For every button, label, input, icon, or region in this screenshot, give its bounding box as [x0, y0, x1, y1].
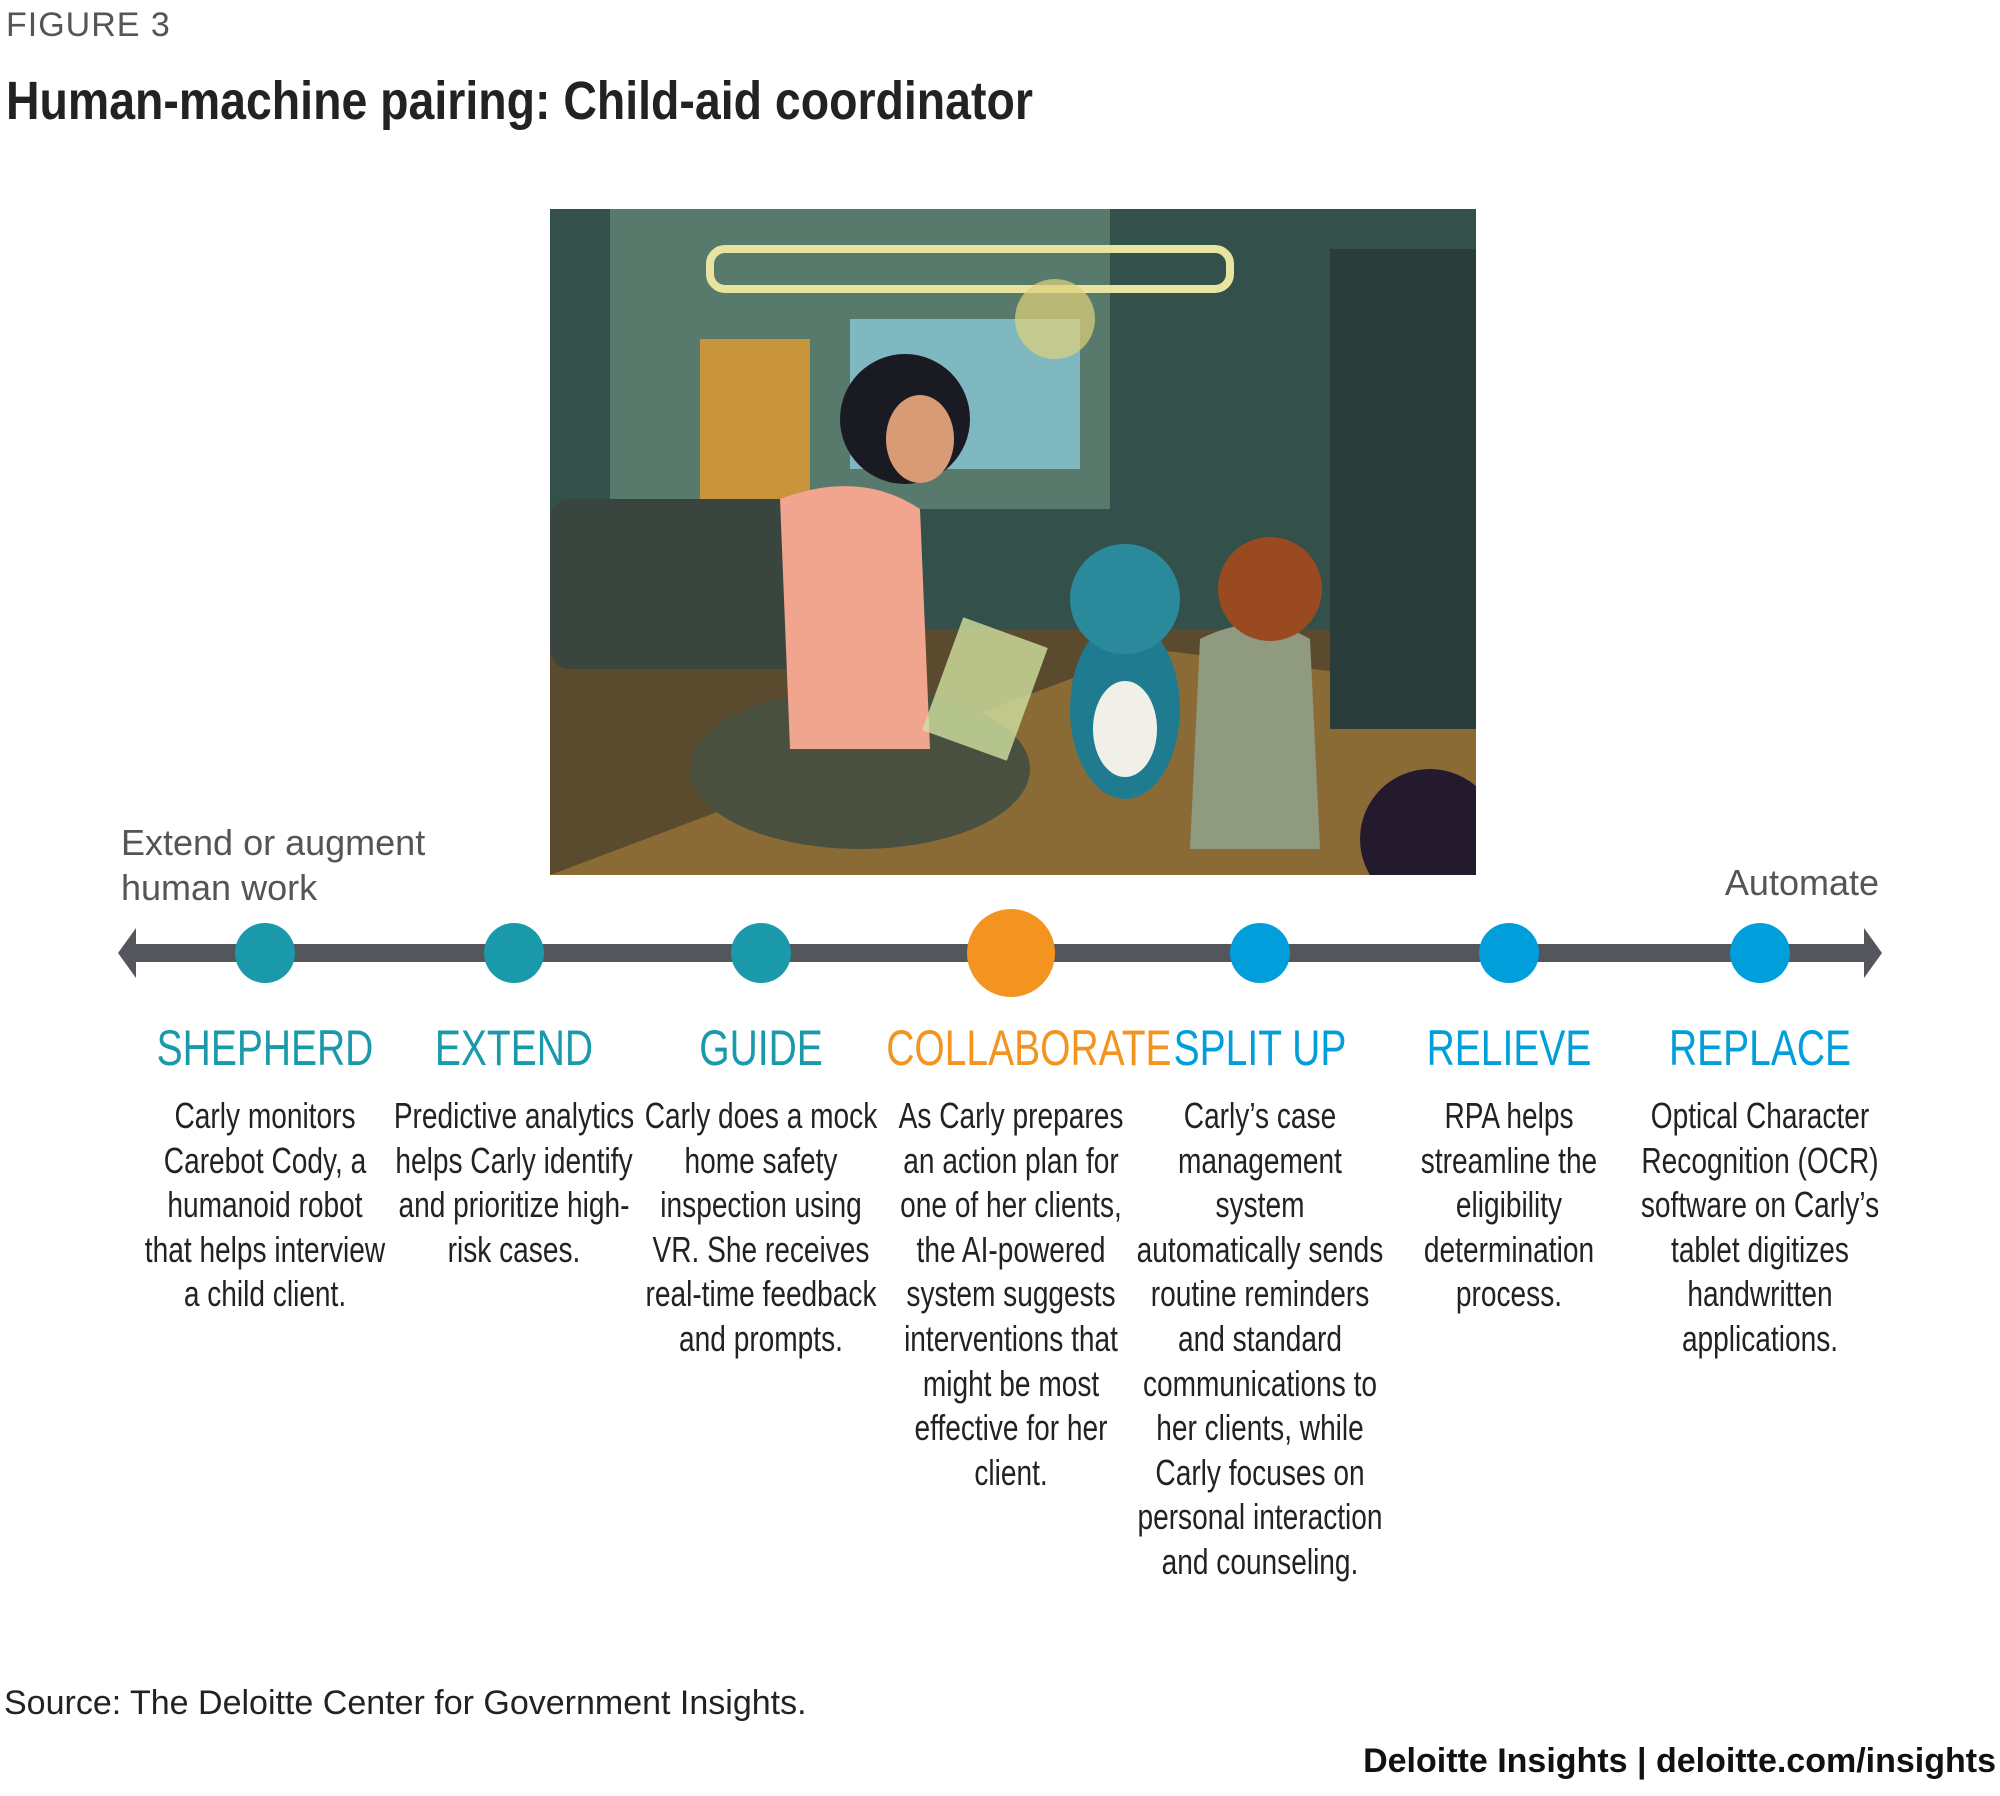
axis-left-label-line2: human work [121, 867, 318, 908]
step-marker-relieve [1479, 923, 1539, 983]
axis-right-label: Automate [1724, 862, 1879, 903]
footer-credit: Deloitte Insights | deloitte.com/insight… [1363, 1742, 1996, 1780]
source-note: Source: The Deloitte Center for Governme… [4, 1684, 807, 1722]
step-label: EXTEND [434, 1020, 594, 1076]
step-marker-shepherd [235, 923, 295, 983]
step-column: REPLACE Optical Character Recognition (OC… [1635, 1018, 1885, 1362]
step-description: RPA helps streamline the eligibility det… [1420, 1095, 1598, 1315]
step-column: COLLABORATE As Carly prepares an action p… [886, 1018, 1172, 1495]
step-description: As Carly prepares an action plan for one… [898, 1095, 1124, 1493]
step-label: COLLABORATE [886, 1020, 1172, 1076]
step-description: Optical Character Recognition (OCR) soft… [1640, 1095, 1880, 1359]
step-description: Carly monitors Carebot Cody, a humanoid … [144, 1095, 386, 1315]
step-column: GUIDE Carly does a mock home safety inspe… [636, 1018, 886, 1362]
step-marker-extend [484, 923, 544, 983]
step-column: SPLIT UP Carly’s case management system a… [1135, 1018, 1385, 1585]
axis-left-label-line1: Extend or augment [121, 822, 426, 863]
step-label: RELIEVE [1426, 1020, 1592, 1076]
page-title: Human-machine pairing: Child-aid coordin… [6, 71, 1033, 131]
step-marker-split-up [1230, 923, 1290, 983]
step-label: REPLACE [1668, 1020, 1852, 1076]
step-label: SPLIT UP [1173, 1020, 1347, 1076]
step-column: RELIEVE RPA helps streamline the eligibil… [1384, 1018, 1634, 1317]
step-marker-replace [1730, 923, 1790, 983]
step-column: EXTEND Predictive analytics helps Carly i… [389, 1018, 639, 1272]
step-label: GUIDE [699, 1020, 823, 1076]
arrow-right-icon [1864, 928, 1882, 978]
step-description: Predictive analytics helps Carly identif… [393, 1095, 635, 1270]
axis-left-label: Extend or augment human work [121, 820, 425, 910]
arrow-left-icon [118, 928, 136, 978]
illustration-image [550, 209, 1476, 875]
step-description: Carly’s case management system automatic… [1136, 1095, 1384, 1582]
step-description: Carly does a mock home safety inspection… [644, 1095, 878, 1359]
step-marker-guide [731, 923, 791, 983]
figure-label: FIGURE 3 [6, 6, 171, 44]
step-label: SHEPHERD [156, 1020, 374, 1076]
step-marker-collaborate [967, 909, 1055, 997]
step-column: SHEPHERD Carly monitors Carebot Cody, a h… [140, 1018, 390, 1317]
